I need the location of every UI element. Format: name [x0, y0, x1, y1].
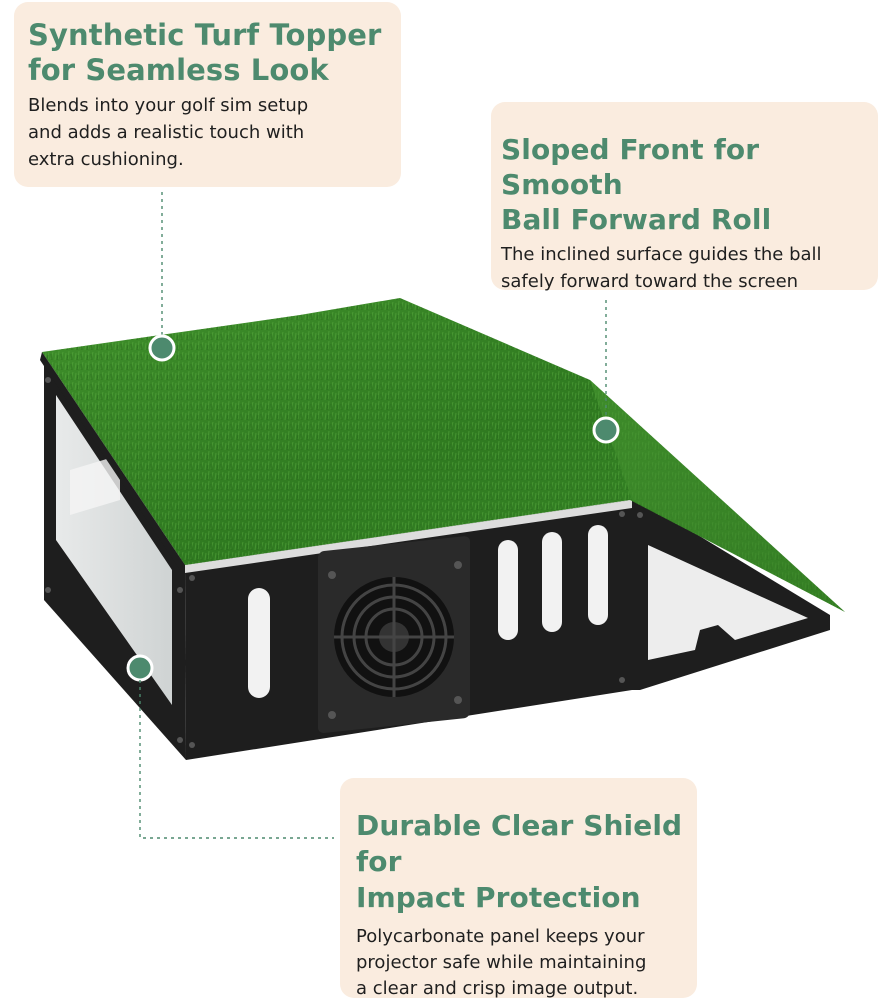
- vent-slot: [498, 540, 518, 640]
- callout-description: The inclined surface guides the ball saf…: [501, 244, 822, 292]
- marker-dot: [126, 654, 154, 682]
- marker-dot: [592, 416, 620, 444]
- turf-topper: [40, 298, 845, 612]
- leader-shield: [126, 654, 334, 839]
- cooling-fan: [318, 536, 470, 733]
- marker-dot: [148, 334, 176, 362]
- leader-turf: [148, 192, 176, 362]
- callout-title: Synthetic Turf Topper for Seamless Look: [28, 18, 382, 87]
- vent-slot: [542, 532, 562, 632]
- callout-turf-topper: Synthetic Turf Topper for Seamless Look …: [14, 2, 401, 187]
- callout-clear-shield: Durable Clear Shield for Impact Protecti…: [340, 778, 697, 999]
- vent-slot: [588, 525, 608, 625]
- side-frame: [632, 500, 830, 690]
- vent-slot: [248, 588, 270, 698]
- callout-description: Blends into your golf sim setup and adds…: [28, 95, 309, 170]
- leader-slope: [592, 300, 620, 444]
- callout-sloped-front: Sloped Front for Smooth Ball Forward Rol…: [491, 102, 878, 292]
- callout-title: Durable Clear Shield for Impact Protecti…: [356, 809, 683, 914]
- callout-title: Sloped Front for Smooth Ball Forward Rol…: [501, 133, 772, 236]
- callout-description: Polycarbonate panel keeps your projector…: [356, 926, 647, 999]
